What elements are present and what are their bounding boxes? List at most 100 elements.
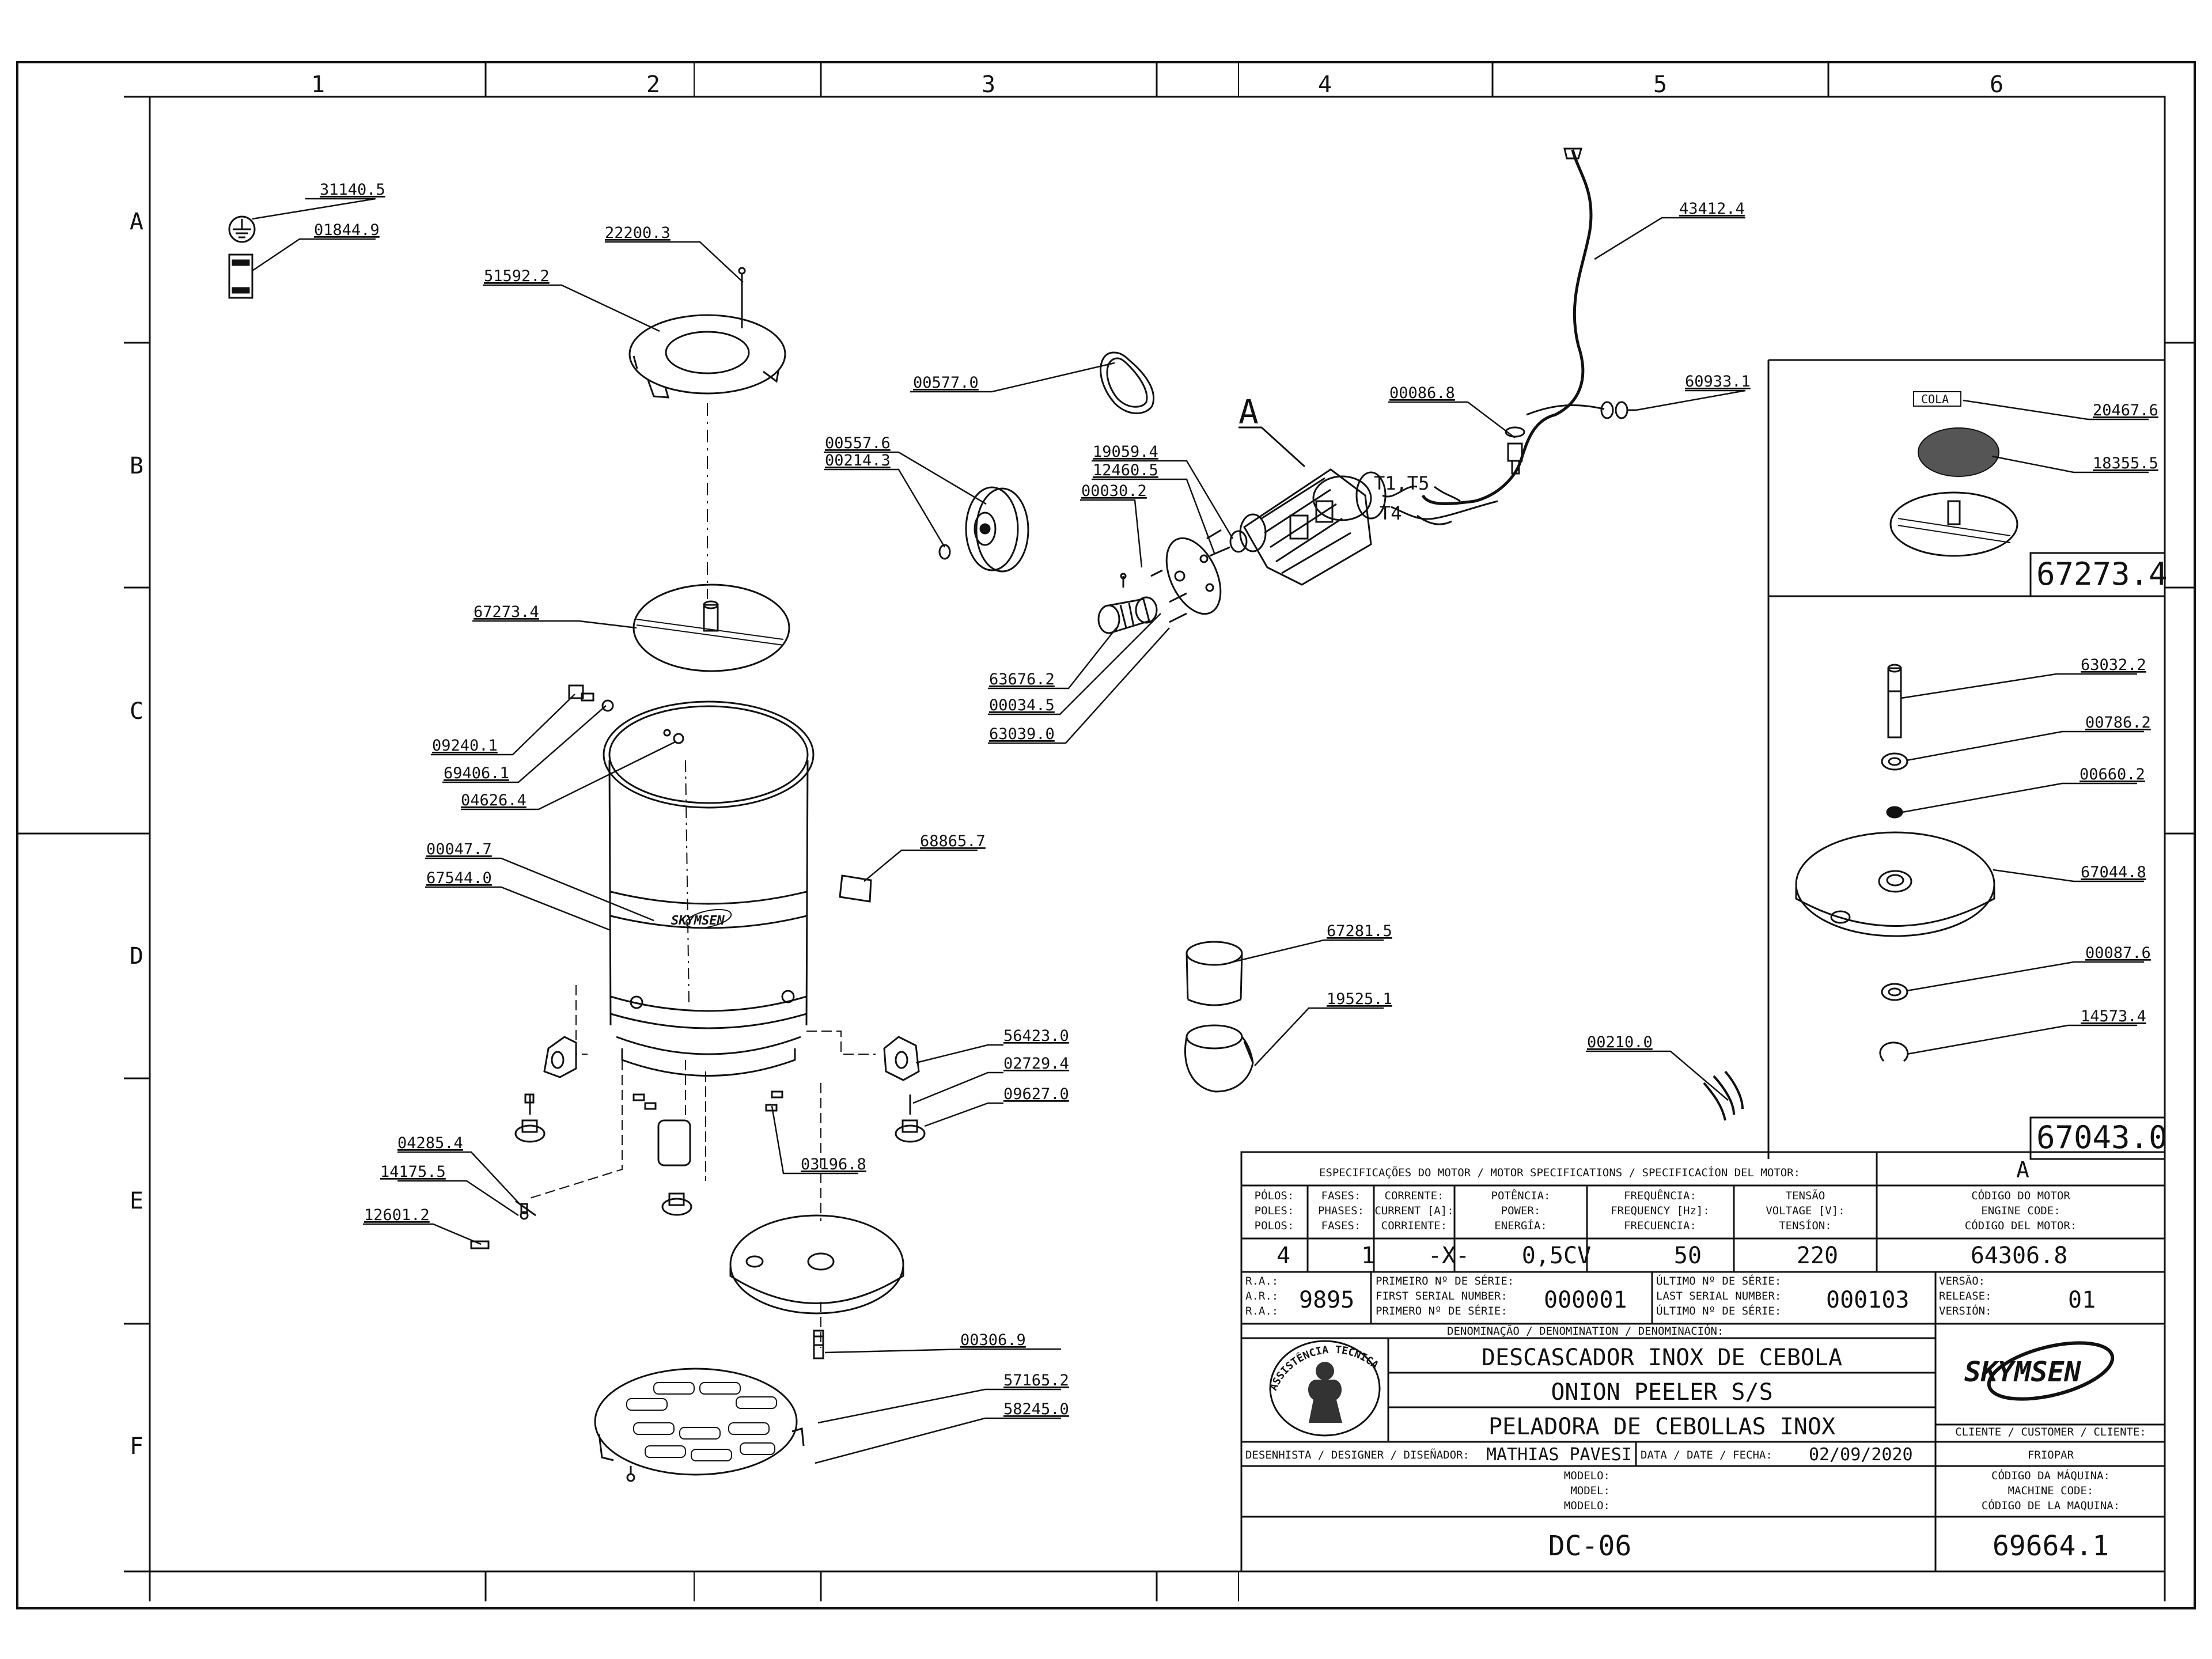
- detail-panel: [1767, 359, 2166, 1160]
- motor-callout: A T1,T5 T4: [1238, 392, 1461, 525]
- part-label: 68865.7: [920, 832, 986, 850]
- engine-code-h1: CÓDIGO DO MOTOR: [1971, 1188, 2070, 1202]
- peeler-body-icon: [603, 700, 815, 1077]
- spec-col-h2: FREQUENCY [Hz]:: [1611, 1205, 1710, 1217]
- body-brand-logo: SKYMSEN: [671, 908, 732, 929]
- row-label: E: [130, 1188, 143, 1214]
- svg-text:ASSISTÊNCIA TÉCNICA AUTORIZADA: ASSISTÊNCIA TÉCNICA AUTORIZADA: [0, 0, 1381, 1392]
- part-label: 58245.0: [1003, 1400, 1069, 1418]
- model-value: DC-06: [1548, 1530, 1632, 1562]
- part-label: 63039.0: [989, 725, 1055, 743]
- spec-col-h2: VOLTAGE [V]:: [1766, 1205, 1844, 1217]
- elbow-icon: [1184, 1024, 1254, 1093]
- part-label: 04285.4: [397, 1134, 463, 1152]
- part-label: 00210.0: [1587, 1033, 1653, 1051]
- row-label: B: [130, 453, 143, 479]
- machine-code-label: MACHINE CODE:: [2008, 1484, 2094, 1497]
- spec-col-h1: FASES:: [1321, 1190, 1361, 1202]
- designer-value: MATHIAS PAVESI: [1486, 1445, 1632, 1465]
- part-label: 12601.2: [364, 1206, 430, 1224]
- spec-col-h3: FRECUENCIA:: [1624, 1219, 1696, 1232]
- motor-icon: [1229, 468, 1387, 586]
- grid-column-markers: [484, 62, 1830, 1601]
- part-label: 09627.0: [1003, 1085, 1069, 1103]
- spec-col-h1: POTÊNCIA:: [1491, 1189, 1551, 1202]
- detail-part-label: 18355.5: [2093, 454, 2158, 472]
- first-serial-value: 000001: [1544, 1287, 1627, 1313]
- part-label: 09240.1: [432, 737, 498, 755]
- belt-icon: [1100, 351, 1155, 414]
- foot-middle-icon: [657, 1119, 692, 1216]
- spec-col-h1: TENSÃO: [1786, 1189, 1825, 1202]
- model-label: MODELO:: [1564, 1499, 1610, 1512]
- release-h2: RELEASE:: [1939, 1290, 1992, 1302]
- row-label: F: [130, 1433, 143, 1460]
- wire-label-t4: T4: [1380, 502, 1402, 524]
- part-label: 43412.4: [1679, 200, 1745, 218]
- col-label: 4: [1318, 71, 1332, 98]
- date-label: DATA / DATE / FECHA:: [1641, 1449, 1772, 1461]
- engine-code-value: 64306.8: [1971, 1243, 2068, 1269]
- spec-col-h3: TENSÍON:: [1779, 1219, 1832, 1232]
- spec-col-h3: CORRIENTE:: [1381, 1219, 1447, 1232]
- pulley-icon: [938, 486, 1029, 573]
- body-brand-text: SKYMSEN: [671, 914, 725, 928]
- foot-left-icon: [514, 1036, 577, 1143]
- detail-labels: 20467.6 18355.5 63032.2 00786.2 00660.2 …: [2080, 402, 2158, 1025]
- dash-assembly-lines: [529, 985, 876, 1348]
- screw-09240-icon: [568, 684, 614, 712]
- first-serial-h2: FIRST SERIAL NUMBER:: [1376, 1290, 1508, 1302]
- spec-col-h2: POWER:: [1501, 1205, 1541, 1217]
- name-en: ONION PEELER S/S: [1551, 1379, 1772, 1406]
- customer-value: FRIOPAR: [2028, 1449, 2074, 1461]
- lid-icon: [628, 314, 786, 399]
- cable-gland-icon: [1505, 426, 1525, 475]
- part-label: 19059.4: [1093, 443, 1158, 461]
- denomination-header: DENOMINAÇÃO / DENOMINATION / DENOMINACIÓ…: [1447, 1324, 1724, 1338]
- last-serial-h1: ÚLTIMO Nº DE SÉRIE:: [1656, 1274, 1781, 1287]
- col-label: 3: [982, 71, 995, 98]
- row-label: A: [130, 209, 143, 235]
- first-serial-h3: PRIMERO Nº DE SÉRIE:: [1376, 1304, 1508, 1317]
- row-label: C: [130, 698, 143, 725]
- part-graphics: [228, 147, 1744, 1482]
- motor-plate-icon: [1120, 529, 1230, 623]
- spec-value: 1: [1361, 1243, 1375, 1269]
- part-label: 00030.2: [1081, 482, 1147, 500]
- col-label: 5: [1653, 71, 1667, 98]
- detail-part-label: 20467.6: [2093, 402, 2158, 419]
- part-label: 60933.1: [1685, 373, 1751, 391]
- part-label: 14175.5: [380, 1163, 446, 1181]
- detail-part-label: 63032.2: [2081, 656, 2146, 674]
- title-block-lines: [1240, 1151, 2166, 1573]
- spec-value: -X-: [1428, 1243, 1469, 1269]
- power-cable-icon: [1382, 147, 1636, 520]
- part-label: 02729.4: [1003, 1055, 1069, 1073]
- switch-label-icon: [228, 253, 253, 299]
- ra-h1: R.A.:: [1245, 1275, 1278, 1287]
- part-label: 00577.0: [913, 374, 979, 392]
- model-label: MODEL:: [1570, 1484, 1610, 1497]
- part-label: 69406.1: [444, 764, 509, 782]
- release-value: 01: [2068, 1287, 2096, 1313]
- detail-part-label: 00660.2: [2080, 766, 2145, 783]
- name-pt: DESCASCADOR INOX DE CEBOLA: [1482, 1344, 1842, 1371]
- part-label: 00034.5: [989, 696, 1055, 714]
- coupler-icon: [1097, 596, 1158, 634]
- cola-tag: COLA: [1921, 392, 1949, 406]
- version-header: A: [2016, 1157, 2029, 1183]
- name-es: PELADORA DE CEBOLLAS INOX: [1488, 1414, 1835, 1440]
- bottom-grid-icon: [594, 1368, 805, 1482]
- col-label: 2: [646, 71, 660, 98]
- part-label: 51592.2: [484, 267, 550, 285]
- first-serial-h1: PRIMEIRO Nº DE SÉRIE:: [1376, 1274, 1514, 1287]
- last-serial-h2: LAST SERIAL NUMBER:: [1656, 1290, 1781, 1302]
- detail-part-label: 67044.8: [2081, 863, 2146, 881]
- ra-value: 9895: [1299, 1287, 1354, 1313]
- customer-label: CLIENTE / CUSTOMER / CLIENTE:: [1955, 1426, 2146, 1438]
- part-label: 57165.2: [1003, 1372, 1069, 1389]
- detail-part-label: 00786.2: [2085, 714, 2151, 732]
- part-label: 56423.0: [1003, 1027, 1069, 1045]
- last-serial-h3: ÚLTIMO Nº DE SÉRIE:: [1656, 1304, 1781, 1317]
- last-serial-value: 000103: [1826, 1287, 1910, 1313]
